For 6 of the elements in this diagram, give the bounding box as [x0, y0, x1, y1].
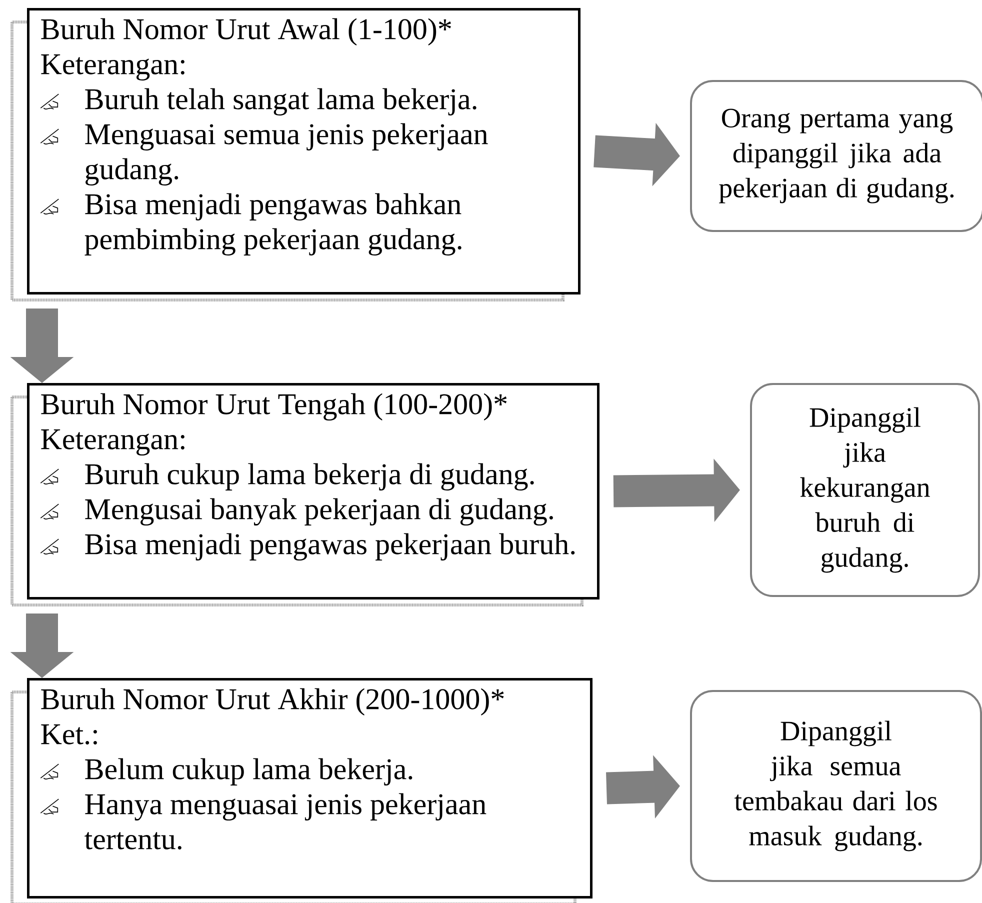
text-box: Buruh Nomor Urut Tengah (100-200)* Keterangan: Buruh cukup lama bekerja di gudang. Mengusai banyak pekerjaan di gudang. Bisa menjadi pengawas pekerjaan buruh.	[10, 383, 600, 606]
note-box: Dipanggil jika semua tembakau dari los masuk gudang.	[690, 690, 982, 882]
text-box: Buruh Nomor Urut Awal (1-100)* Keterangan: Buruh telah sangat lama bekerja. Menguasai semua jenis pekerjaan gudang. Bisa menjadi pengawas bahkan pembimbing pekerjaan gudang.	[10, 8, 580, 302]
note-box: Dipanggil jika kekurangan buruh di gudang.	[750, 383, 980, 597]
note-box: Orang pertama yang dipanggil jika ada pekerjaan di gudang.	[690, 80, 982, 232]
text-box: Buruh Nomor Urut Akhir (200-1000)* Ket.: Belum cukup lama bekerja. Hanya menguasai jenis pekerjaan tertentu.	[10, 678, 592, 903]
